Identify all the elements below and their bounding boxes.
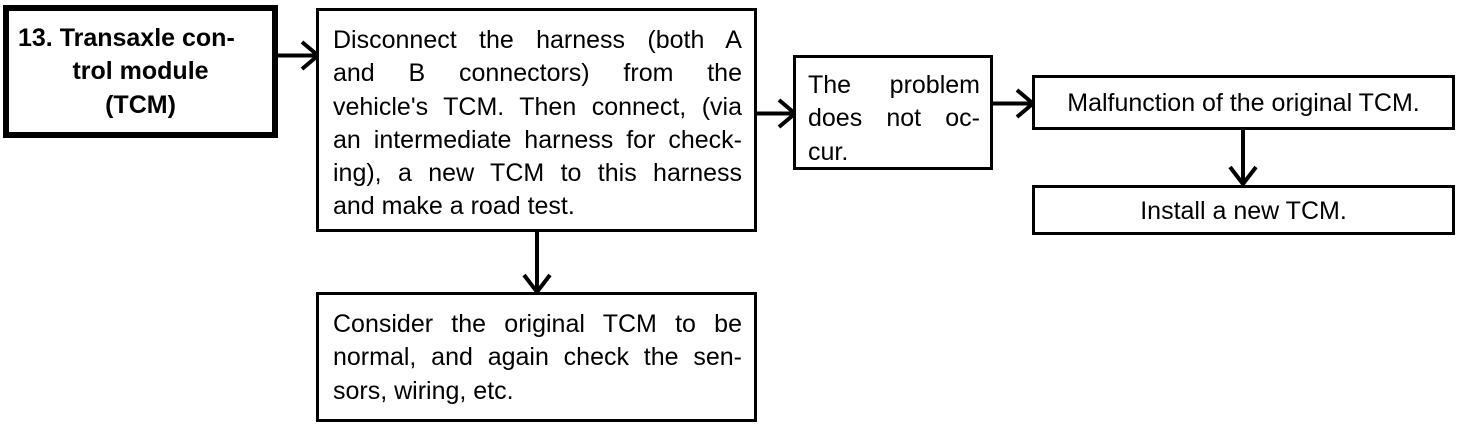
- node-no-problem-line-2: does not oc-: [808, 104, 980, 133]
- node-disconnect-line-2: and B connectors) from the: [333, 59, 742, 88]
- node-install-new-tcm: Install a new TCM.: [1032, 185, 1455, 235]
- connector-disconnect-to-consider: [521, 230, 553, 296]
- node-malfunction-text: Malfunction of the original TCM.: [1067, 89, 1420, 117]
- node-consider-tcm-normal: Consider the original TCM to be normal, …: [316, 292, 757, 422]
- node-disconnect-line-1: Disconnect the harness (both A: [333, 26, 742, 54]
- node-problem-does-not-occur: The problem does not oc- cur.: [793, 55, 993, 170]
- node-install-text: Install a new TCM.: [1140, 197, 1347, 225]
- node-no-problem-line-3: cur.: [808, 137, 849, 166]
- node-consider-line-2: normal, and again check the sen-: [333, 343, 742, 372]
- node-no-problem-line-1: The problem: [808, 71, 980, 99]
- node-heading-line-1: 13. Transaxle con-: [18, 24, 235, 52]
- node-consider-line-1: Consider the original TCM to be: [333, 310, 742, 338]
- node-malfunction-original-tcm: Malfunction of the original TCM.: [1032, 75, 1455, 130]
- connector-malfunction-to-install: [1227, 128, 1259, 188]
- node-transaxle-control-module: 13. Transaxle con- trol module (TCM): [3, 5, 278, 138]
- node-disconnect-line-5: ing), a new TCM to this harness: [333, 159, 742, 187]
- node-disconnect-line-6: and make a road test.: [333, 192, 575, 221]
- node-disconnect-line-3: vehicle's TCM. Then connect, (via: [333, 92, 742, 121]
- node-disconnect-harness: Disconnect the harness (both A and B con…: [316, 8, 757, 232]
- node-heading-line-2: trol module: [72, 57, 209, 86]
- node-heading-line-3: (TCM): [105, 90, 176, 119]
- node-consider-line-3: sors, wiring, etc.: [333, 376, 514, 405]
- node-disconnect-line-4: an intermediate harness for check-: [333, 125, 742, 154]
- connector-no-problem-to-malfunction: [993, 88, 1037, 120]
